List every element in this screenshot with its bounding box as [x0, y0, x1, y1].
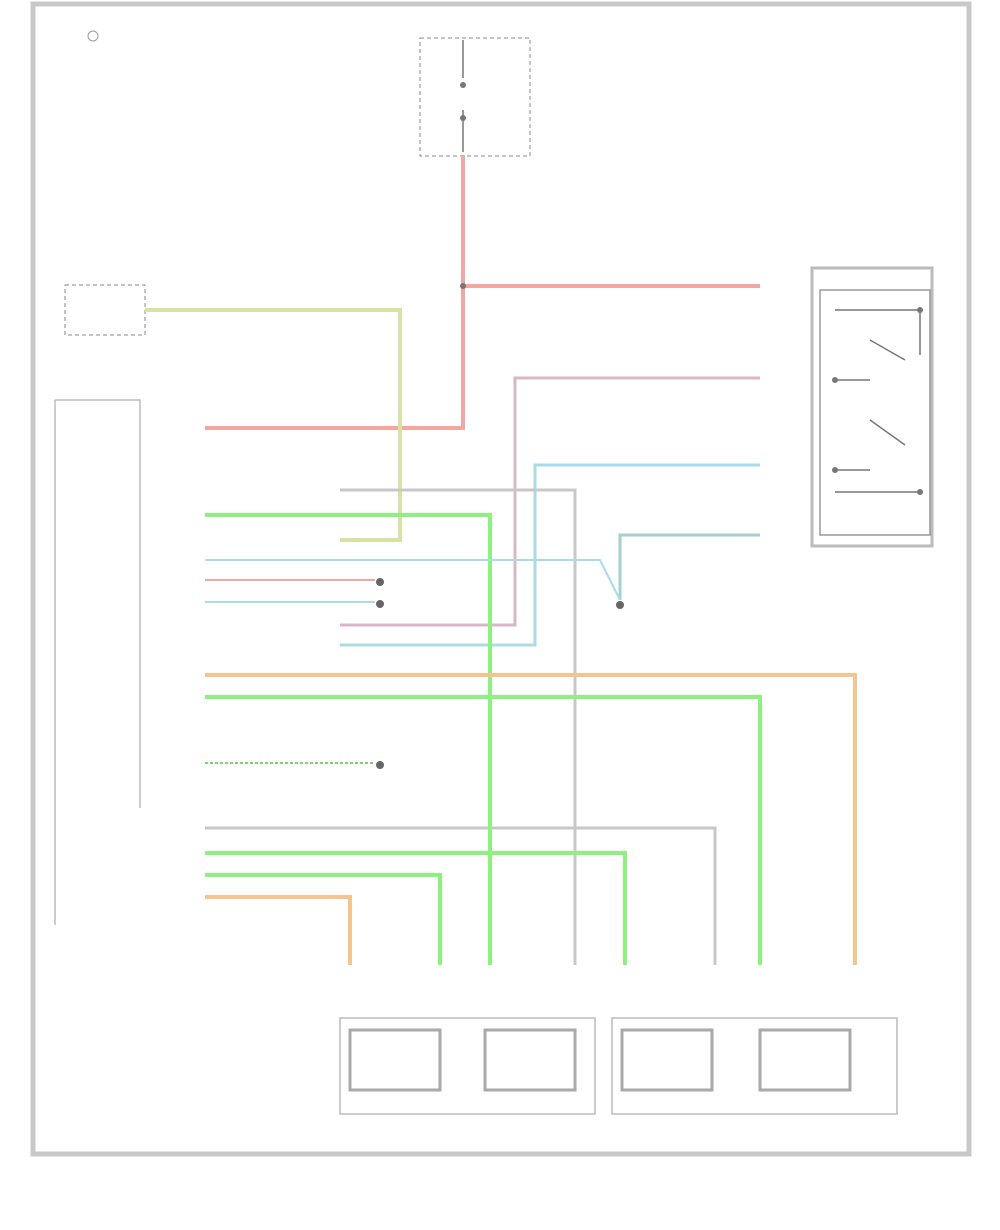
valve-box [620, 1028, 714, 1092]
wire-blue [340, 463, 760, 647]
splice-icon [460, 283, 466, 289]
switch-terminal-icon [917, 307, 923, 313]
wire-blue-mid-2 [205, 559, 621, 601]
valve-box [758, 1028, 852, 1092]
outer-frame [30, 1, 972, 1157]
wire-green-3 [205, 851, 627, 965]
switch-assembly [810, 266, 934, 548]
ground-icon [376, 600, 384, 608]
ground-icon [376, 761, 384, 769]
note-marker-icon [87, 30, 99, 42]
wire-green-2 [205, 695, 762, 965]
wire-green-4 [205, 873, 442, 965]
wire-teal [618, 533, 760, 600]
switch-inner [819, 289, 931, 536]
wire-red-main [205, 155, 465, 430]
switch-terminal-icon [832, 467, 838, 473]
ground-icon [616, 601, 624, 609]
wire-green-1 [205, 513, 492, 965]
relay-terminal-icon [460, 115, 466, 121]
wire-gray-2 [205, 826, 717, 965]
wire-orange-1 [205, 673, 857, 965]
switch-contact [869, 339, 906, 361]
relay-terminal-icon [460, 82, 466, 88]
wire-pink [340, 376, 760, 627]
note-block [87, 30, 99, 42]
wire-gray [340, 488, 577, 965]
switch-terminal-icon [917, 489, 923, 495]
wire-orange-2 [205, 895, 352, 965]
module-outline [54, 399, 141, 925]
ground-icon [376, 578, 384, 586]
wire-yellowgreen [145, 308, 402, 542]
switch-terminal-icon [832, 377, 838, 383]
switch-outline [810, 266, 934, 548]
relay-box [419, 37, 531, 157]
switch-contact [869, 419, 906, 446]
relay-outline [419, 37, 531, 157]
valve-group-outline [339, 1017, 596, 1115]
valve-boxes [339, 1017, 898, 1115]
valve-box [348, 1028, 442, 1092]
valve-box [483, 1028, 577, 1092]
valve-group-outline [611, 1017, 898, 1115]
